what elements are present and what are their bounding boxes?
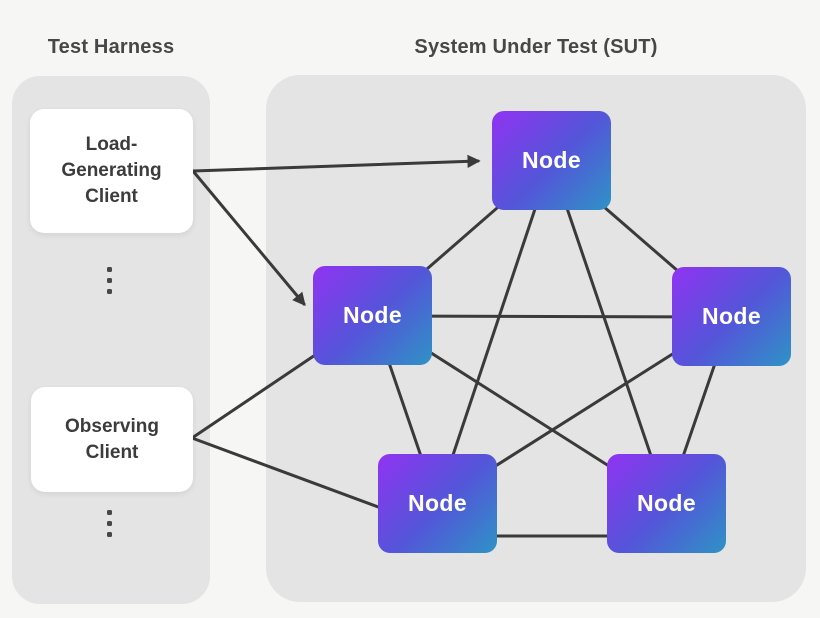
vertical-ellipsis-icon [107, 267, 112, 294]
node-label: Node [701, 303, 762, 329]
edge-node-left-node-right [371, 314, 733, 319]
node-label: Node [342, 302, 403, 328]
edge-node-top-node-bottom-left [435, 159, 553, 505]
load-generating-client-label-line: Load- [85, 134, 138, 155]
node-bottom-right: Node [607, 454, 726, 553]
observing-client-label-line: Client [85, 441, 139, 463]
node-label: Node [521, 147, 582, 173]
arrow-load-client-node-top [191, 154, 481, 173]
sut-heading: System Under Test (SUT) [414, 36, 658, 58]
edge-node-top-node-bottom-right [549, 159, 669, 505]
arrow-load-client-node-left [191, 169, 306, 307]
observing-client-label-line: Observing [65, 415, 159, 437]
node-label: Node [407, 490, 468, 516]
test-harness-heading: Test Harness [47, 36, 175, 58]
node-right: Node [672, 267, 791, 366]
observing-client-box: Observing Client [31, 387, 193, 492]
vertical-ellipsis-icon [107, 510, 112, 537]
load-generating-client-box: Load- Generating Client [30, 109, 193, 233]
node-bottom-left: Node [378, 454, 497, 553]
node-top: Node [492, 111, 611, 210]
node-left: Node [313, 266, 432, 365]
node-label: Node [636, 490, 697, 516]
load-generating-client-label-line: Client [85, 186, 138, 207]
load-generating-client-label-line: Generating [61, 160, 162, 181]
